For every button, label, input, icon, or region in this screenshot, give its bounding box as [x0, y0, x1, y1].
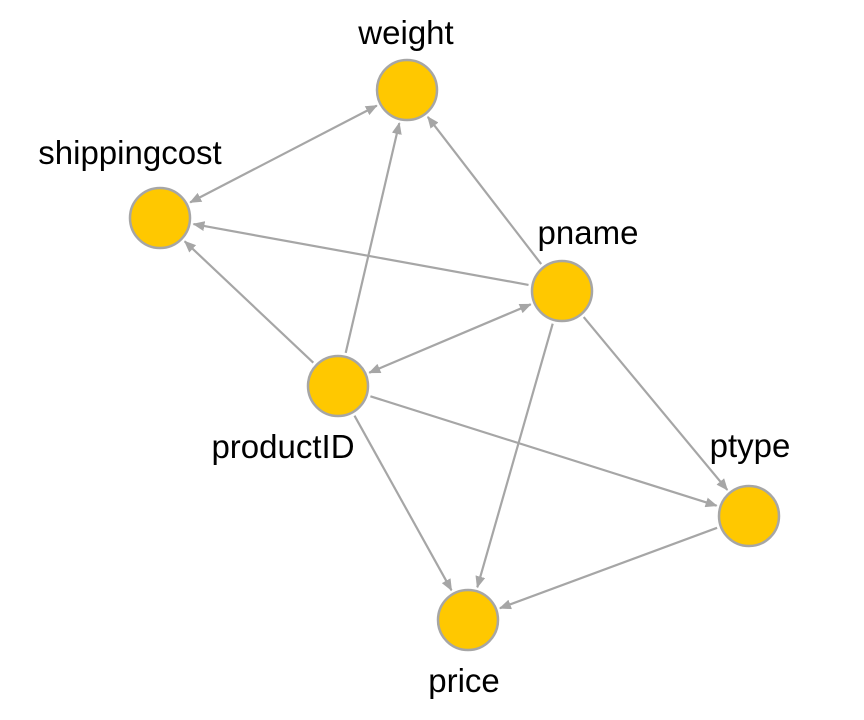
node-price	[436, 588, 500, 652]
node-shippingcost	[128, 186, 192, 250]
edge-shippingcost-weight	[189, 104, 378, 204]
edge-pname-ptype	[582, 316, 729, 491]
edge-productID-pname	[368, 303, 532, 374]
node-label-productID: productID	[211, 428, 354, 465]
node-weight	[375, 58, 439, 122]
edge-productID-ptype	[370, 395, 718, 508]
edges-layer	[183, 104, 729, 610]
edge-pname-shippingcost	[192, 221, 529, 286]
node-label-pname: pname	[538, 214, 639, 251]
nodes-layer	[128, 58, 781, 652]
edge-pname-weight	[426, 116, 543, 265]
node-label-weight: weight	[357, 14, 453, 51]
node-label-shippingcost: shippingcost	[38, 134, 221, 171]
node-ptype	[717, 484, 781, 548]
labels-layer: weight shippingcost pname productID ptyp…	[38, 14, 790, 699]
edge-productID-weight	[344, 122, 402, 354]
edge-productID-price	[353, 415, 453, 592]
edge-productID-shippingcost	[183, 240, 315, 364]
node-pname	[530, 259, 594, 323]
node-productID	[306, 354, 370, 418]
node-label-ptype: ptype	[710, 427, 791, 464]
edge-pname-price	[475, 323, 554, 589]
node-label-price: price	[428, 662, 500, 699]
edge-ptype-price	[498, 526, 718, 610]
